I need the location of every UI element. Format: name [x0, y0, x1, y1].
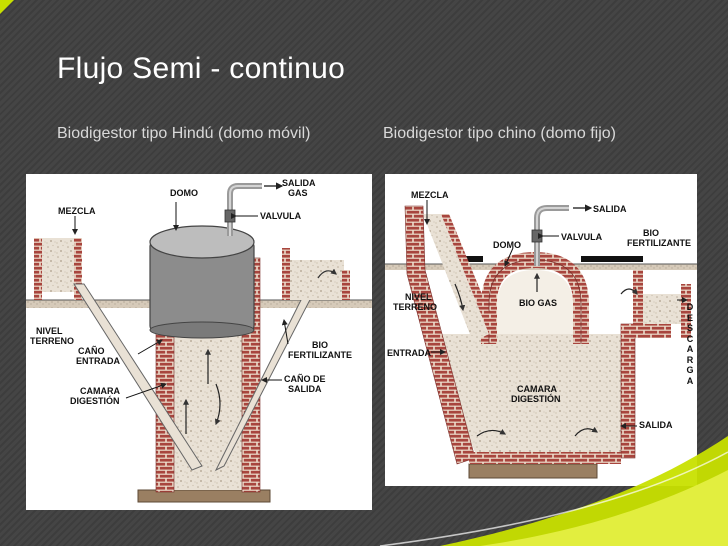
chino-inlet-channel [423, 214, 489, 342]
descarga-letter: C [686, 333, 694, 344]
hindu-diagram-panel: DOMO SALIDA GAS VALVULA MEZCLA NIVEL TER… [26, 174, 372, 510]
hindu-label-bio-2: FERTILIZANTE [288, 350, 352, 360]
chino-label-bio-2: FERTILIZANTE [627, 238, 691, 248]
inlet-tank [40, 238, 76, 292]
hindu-label-camara-2: DIGESTIÓN [70, 396, 120, 406]
right-caption: Biodigestor tipo chino (domo fijo) [383, 125, 617, 142]
hindu-label-cano-salida-2: SALIDA [288, 384, 322, 394]
descarga-letter: G [686, 365, 694, 375]
descarga-letter: S [686, 323, 693, 333]
chino-digestion-chamber [427, 334, 621, 452]
outlet-tank [288, 260, 344, 300]
chino-diagram [385, 200, 697, 479]
hindu-label-cano-salida-1: CAÑO DE [284, 374, 326, 384]
chino-label-nivel-1: NIVEL [405, 292, 432, 302]
hindu-label-salida-gas-2: GAS [288, 188, 308, 198]
chino-label-camara-1: CAMARA [517, 384, 557, 394]
hindu-label-camara-1: CAMARA [80, 386, 120, 396]
chino-gas-valve [531, 229, 543, 243]
descarga-letter: E [686, 312, 693, 323]
hindu-diagram [26, 182, 372, 503]
descarga-letter: A [686, 344, 694, 354]
chino-outlet-wall [620, 323, 636, 459]
chino-label-mezcla: MEZCLA [411, 190, 449, 200]
hindu-label-nivel-1: NIVEL [36, 326, 63, 336]
hindu-label-cano-entrada-1: CAÑO [78, 346, 105, 356]
chino-label-domo: DOMO [493, 240, 521, 250]
hindu-label-bio-1: BIO [312, 340, 329, 350]
chino-label-nivel-2: TERRENO [393, 302, 438, 312]
chino-label-descarga: D E S C A R G A [685, 302, 695, 386]
descarga-letter: D [686, 302, 694, 312]
chino-label-entrada: ENTRADA [387, 348, 431, 358]
descarga-letter: R [686, 354, 694, 365]
hindu-label-domo: DOMO [170, 188, 198, 198]
chino-diagram-panel: MEZCLA SALIDA VALVULA DOMO BIO FERTILIZA… [385, 174, 697, 486]
left-caption: Biodigestor tipo Hindú (domo móvil) [57, 125, 311, 142]
chino-label-bio-1: BIO [643, 228, 660, 238]
hindu-label-valvula: VALVULA [260, 211, 302, 221]
hindu-label-cano-entrada-2: ENTRADA [76, 356, 120, 366]
hindu-label-mezcla: MEZCLA [58, 206, 96, 216]
hindu-label-salida-gas-1: SALIDA [282, 178, 316, 188]
hindu-label-nivel-2: TERRENO [30, 336, 75, 346]
chino-label-salida-bottom: SALIDA [639, 420, 673, 430]
descarga-letter: A [686, 375, 694, 386]
chino-label-salida: SALIDA [593, 204, 627, 214]
inlet-pipe [73, 283, 203, 471]
slide-title: Flujo Semi - continuo [57, 52, 346, 85]
chino-label-valvula: VALVULA [561, 232, 603, 242]
gas-valve [224, 209, 236, 223]
chino-label-bio-gas: BIO GAS [519, 298, 558, 308]
chino-base-slab [468, 463, 598, 479]
chino-label-camara-2: DIGESTIÓN [511, 394, 561, 404]
